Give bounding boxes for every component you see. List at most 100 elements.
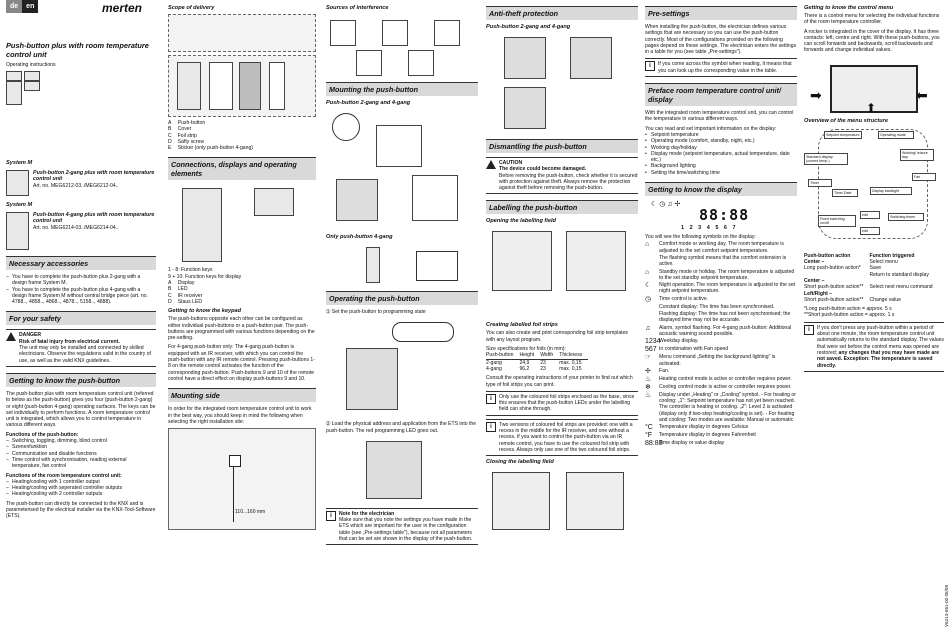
preface-text-2: You can read and set important informati… xyxy=(645,125,777,132)
presettings-heading: Pre-settings xyxy=(645,6,797,20)
symbol-text: Fan. xyxy=(659,367,670,374)
info-icon: i xyxy=(326,510,336,521)
list-item: You have to complete the push-button plu… xyxy=(6,274,156,287)
list-item: Display mode (setpoint temperature, actu… xyxy=(645,151,797,164)
symbol-text: In combination with Fan speed xyxy=(659,346,729,353)
symbol-row: Flashing display: The time has not been … xyxy=(645,311,797,324)
caution-sub: The device could become damaged. xyxy=(499,166,587,173)
column-1: de en merten Push-button plus with room … xyxy=(6,0,158,633)
symbol-row: ◷ Time control is active. xyxy=(645,296,797,303)
table-row: Center –Select menu xyxy=(804,259,898,266)
display-heading: Getting to know the display xyxy=(645,182,797,197)
list-item: Heating/cooling with 2 controller output… xyxy=(6,491,156,498)
symbol-text: Standby mode or holiday. The room temper… xyxy=(659,268,795,281)
mounting-figure xyxy=(326,109,478,231)
symbol-icon xyxy=(645,255,659,268)
lcd-digits: 88:88 xyxy=(699,206,750,225)
symbol-text: Display under „Heating" or „Cooling" sym… xyxy=(659,391,796,423)
menu-text-1: There is a control menu for selecting th… xyxy=(804,13,940,26)
menu-node: Display backlight xyxy=(870,186,912,195)
open-field-sub: Opening the labelling field xyxy=(486,218,556,225)
long-note: *Long push-button action = approx. 5 s xyxy=(804,306,892,313)
column-5: Pre-settings When installing the push-bu… xyxy=(645,0,797,633)
product-2gang-image xyxy=(6,170,30,196)
menu-node: Standard display (current temp.) xyxy=(804,152,848,165)
menu-node: Timer xyxy=(808,178,832,187)
symbol-text: Time control is active. xyxy=(659,295,709,302)
dismantle-heading: Dismantling the push-button xyxy=(486,139,638,153)
presettings-info: i If you come across this symbol when re… xyxy=(645,58,797,78)
lang-de-tab[interactable]: de xyxy=(6,0,23,13)
lcd-days: 1 2 3 4 5 6 7 xyxy=(681,225,738,232)
menu-node: Fan xyxy=(912,172,936,181)
symbol-icon: 1234 xyxy=(645,338,661,346)
keys-legend-1: 1 - 8: Function keys xyxy=(168,267,213,274)
list-item: Communication and disable functions xyxy=(6,451,156,458)
symbol-icon: ⌂ xyxy=(645,241,650,249)
product-4gang-image xyxy=(6,212,30,250)
caution-text: Before removing the push-button, check w… xyxy=(499,172,638,192)
foil-heading: Creating labelled foil strips xyxy=(486,322,558,329)
symbol-icon: ❄ xyxy=(645,383,651,391)
list-item: Background lighting xyxy=(645,163,797,170)
document-code: V6213-561-00 05/09 xyxy=(944,585,949,627)
table-row: Short push-button action**Select next me… xyxy=(804,284,933,291)
foil-text: You can also create and print correspond… xyxy=(486,330,628,343)
load-figure xyxy=(326,436,478,505)
symbol-text: Comfort mode or working day. The room te… xyxy=(659,241,784,254)
list-item: Szenenfunktion xyxy=(6,444,156,451)
symbol-row: ⌂Standby mode or holiday. The room tempe… xyxy=(645,269,797,282)
symbol-icon xyxy=(645,311,659,324)
only4-figure xyxy=(326,243,478,285)
symbol-row: ✢Fan. xyxy=(645,368,797,375)
info-box-1: i Only use the coloured foil strips encl… xyxy=(486,390,638,416)
lang-en-tab[interactable]: en xyxy=(22,0,39,13)
symbol-icon: ◷ xyxy=(645,295,652,303)
arrow-up-icon: ⬆ xyxy=(866,100,877,115)
closing-field-sub: Closing the labelling field xyxy=(486,459,554,466)
symbol-row: ❄ Cooling control mode is active or contr… xyxy=(645,384,797,391)
symbol-row: ♨Display under „Heating" or „Cooling" sy… xyxy=(645,392,797,423)
menu-node: Switching times xyxy=(888,212,924,221)
interference-figure xyxy=(326,14,478,76)
note-text: Make sure that you note the settings you… xyxy=(339,517,473,543)
product-figure-small xyxy=(6,71,156,109)
menu-info-box: i If you don't press any push-button wit… xyxy=(804,321,944,372)
system2-label: System M xyxy=(6,202,33,208)
list-item: You have to complete the push-button plu… xyxy=(6,287,156,306)
menu-node: Fixed switching on/off xyxy=(818,214,856,227)
func-rt-heading: Functions of the room temperature contro… xyxy=(6,472,122,479)
symbol-text: Alarm, symbol flashing. For 4-gang push-… xyxy=(659,324,792,337)
symbol-row: ⌂ Comfort mode or working day. The room t… xyxy=(645,241,797,254)
table-header-row: Push-button action Function triggered xyxy=(804,252,915,259)
mounting-heading: Mounting the push-button xyxy=(326,82,478,96)
danger-sub: Risk of fatal injury from electrical cur… xyxy=(19,338,120,345)
column-3: Sources of interference Mounting the pus… xyxy=(326,0,478,633)
func-pb-heading: Functions of the push-button: xyxy=(6,431,79,438)
connections-heading: Connections, displays and operating elem… xyxy=(168,157,316,181)
symbol-text: Cooling control mode is active or contro… xyxy=(659,383,792,390)
list-item: Time control with synchronisation, readi… xyxy=(6,457,156,470)
operating-heading: Operating the push-button xyxy=(326,291,478,305)
symbol-list: ⌂ Comfort mode or working day. The room t… xyxy=(645,241,797,447)
symbol-text: Night operation. The room temperature is… xyxy=(659,282,796,295)
system1-art: Art. no. MEG6212-03../MEG6212-04.. xyxy=(33,182,119,189)
func-pb-list: Switching, toggling, dimming, blind cont… xyxy=(6,438,156,469)
know-text: The push-button plus with room temperatu… xyxy=(6,390,156,429)
danger-title: DANGER xyxy=(19,332,42,339)
accessories-heading: Necessary accessories xyxy=(6,256,156,270)
note-electrician: i Note for the electrician Make sure tha… xyxy=(326,507,478,546)
symbol-row: ☾Night operation. The room temperature i… xyxy=(645,282,797,295)
menu-node: Operating mode xyxy=(878,130,914,139)
mounting-sub: Push-button 2-gang and 4-gang xyxy=(326,100,411,106)
symbol-icon: °F xyxy=(645,432,653,440)
